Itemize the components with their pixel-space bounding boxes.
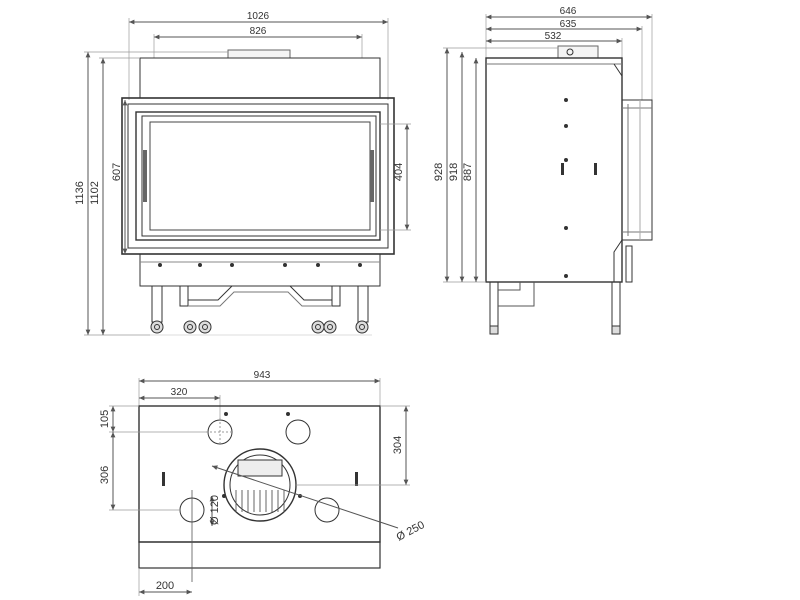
- dim-label-1026: 1026: [247, 11, 270, 22]
- dim-label-304: 304: [392, 436, 404, 454]
- dim-label-607: 607: [111, 163, 123, 181]
- dim-label-404: 404: [393, 163, 405, 181]
- dim-label-918: 918: [448, 163, 460, 181]
- dim-front-width-outer: 1026: [128, 11, 389, 100]
- dim-front-glass-height: 607: [111, 100, 128, 254]
- dim-top-offset-x: 320: [139, 387, 221, 420]
- dim-label-646: 646: [560, 6, 577, 17]
- dim-label-200: 200: [156, 580, 174, 592]
- dim-side-depth-body: 532: [486, 31, 623, 58]
- front-view: 1026 826: [74, 11, 411, 336]
- dim-label-635: 635: [560, 19, 577, 30]
- dim-label-1136: 1136: [74, 181, 86, 205]
- dim-top-depth: 304: [296, 405, 410, 486]
- dim-front-glass-inner: 404: [380, 123, 411, 231]
- dim-front-width-inner: 826: [153, 26, 363, 58]
- dim-top-spacing-y: 306: [99, 432, 180, 511]
- dim-side-depth-total: 646: [485, 6, 653, 100]
- top-view: 943 320: [99, 370, 427, 596]
- dim-label-320: 320: [171, 387, 188, 398]
- dim-label-1102: 1102: [89, 181, 101, 205]
- dim-label-flue-diameter: Ø 250: [395, 519, 427, 544]
- dim-label-inlet-diameter: Ø 120: [209, 495, 221, 525]
- side-view: 646 635 532: [433, 6, 653, 335]
- dim-top-offset-top: 105: [99, 405, 208, 433]
- dim-side-depth-mid: 635: [486, 19, 643, 100]
- dim-top-offset-bottom: 200: [138, 568, 192, 596]
- dim-label-306: 306: [99, 466, 111, 484]
- dim-front-height-body: 1102: [89, 57, 140, 335]
- dim-label-105: 105: [99, 410, 111, 428]
- dim-label-887: 887: [462, 163, 474, 181]
- dim-label-928: 928: [433, 163, 445, 181]
- dim-top-width: 943: [138, 370, 381, 406]
- dim-side-height-a: 928: [433, 47, 558, 283]
- dim-label-532: 532: [545, 31, 562, 42]
- dim-side-height-b: 918: [448, 52, 465, 282]
- dim-front-height-total: 1136: [74, 51, 228, 336]
- dim-label-826: 826: [250, 26, 267, 37]
- dim-label-943: 943: [254, 370, 271, 381]
- dim-side-height-c: 887: [462, 58, 479, 282]
